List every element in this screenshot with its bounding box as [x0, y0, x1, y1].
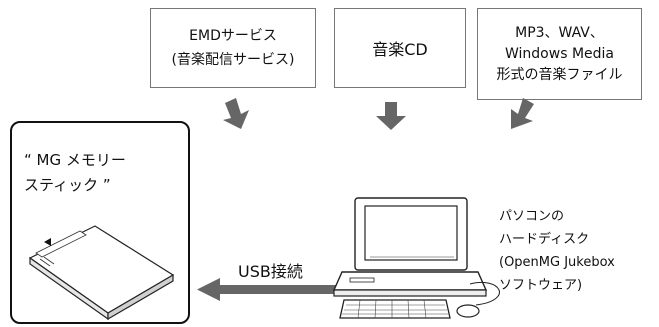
emd-service-sublabel: (音楽配信サービス) — [171, 52, 295, 68]
emd-service-label: EMDサービス — [189, 28, 277, 44]
arrow-emd-icon — [223, 98, 249, 129]
music-cd-box: 音楽CD — [334, 8, 466, 88]
music-files-box: MP3、WAV、 Windows Media 形式の音楽ファイル — [477, 8, 642, 100]
music-files-line3: 形式の音楽ファイル — [496, 66, 623, 83]
music-cd-label: 音楽CD — [372, 40, 428, 59]
pc-label-line2: ハードディスク — [499, 232, 590, 247]
pc-label-line1: パソコンの — [499, 209, 565, 224]
emd-service-box: EMDサービス (音楽配信サービス) — [150, 8, 316, 88]
memory-stick-title-line2: スティック ” — [24, 176, 111, 194]
usb-connection-label: USB接続 — [238, 262, 303, 281]
arrow-files-icon — [511, 98, 534, 129]
personal-computer-icon — [332, 197, 500, 319]
usb-arrow-icon — [197, 278, 354, 301]
pc-label-line3: (OpenMG Jukebox — [499, 255, 615, 270]
music-files-line2: Windows Media — [505, 45, 614, 62]
pc-label-line4: ソフトウェア) — [499, 278, 583, 293]
memory-stick-title-line1: “ MG メモリー — [24, 151, 126, 169]
arrow-cd-icon — [376, 102, 406, 130]
music-files-line1: MP3、WAV、 — [515, 24, 604, 41]
pc-hard-disk-label: パソコンの ハードディスク (OpenMG Jukebox ソフトウェア) — [499, 205, 615, 297]
memory-stick-title: “ MG メモリー スティック ” — [24, 148, 126, 198]
memory-stick-icon — [28, 225, 175, 321]
